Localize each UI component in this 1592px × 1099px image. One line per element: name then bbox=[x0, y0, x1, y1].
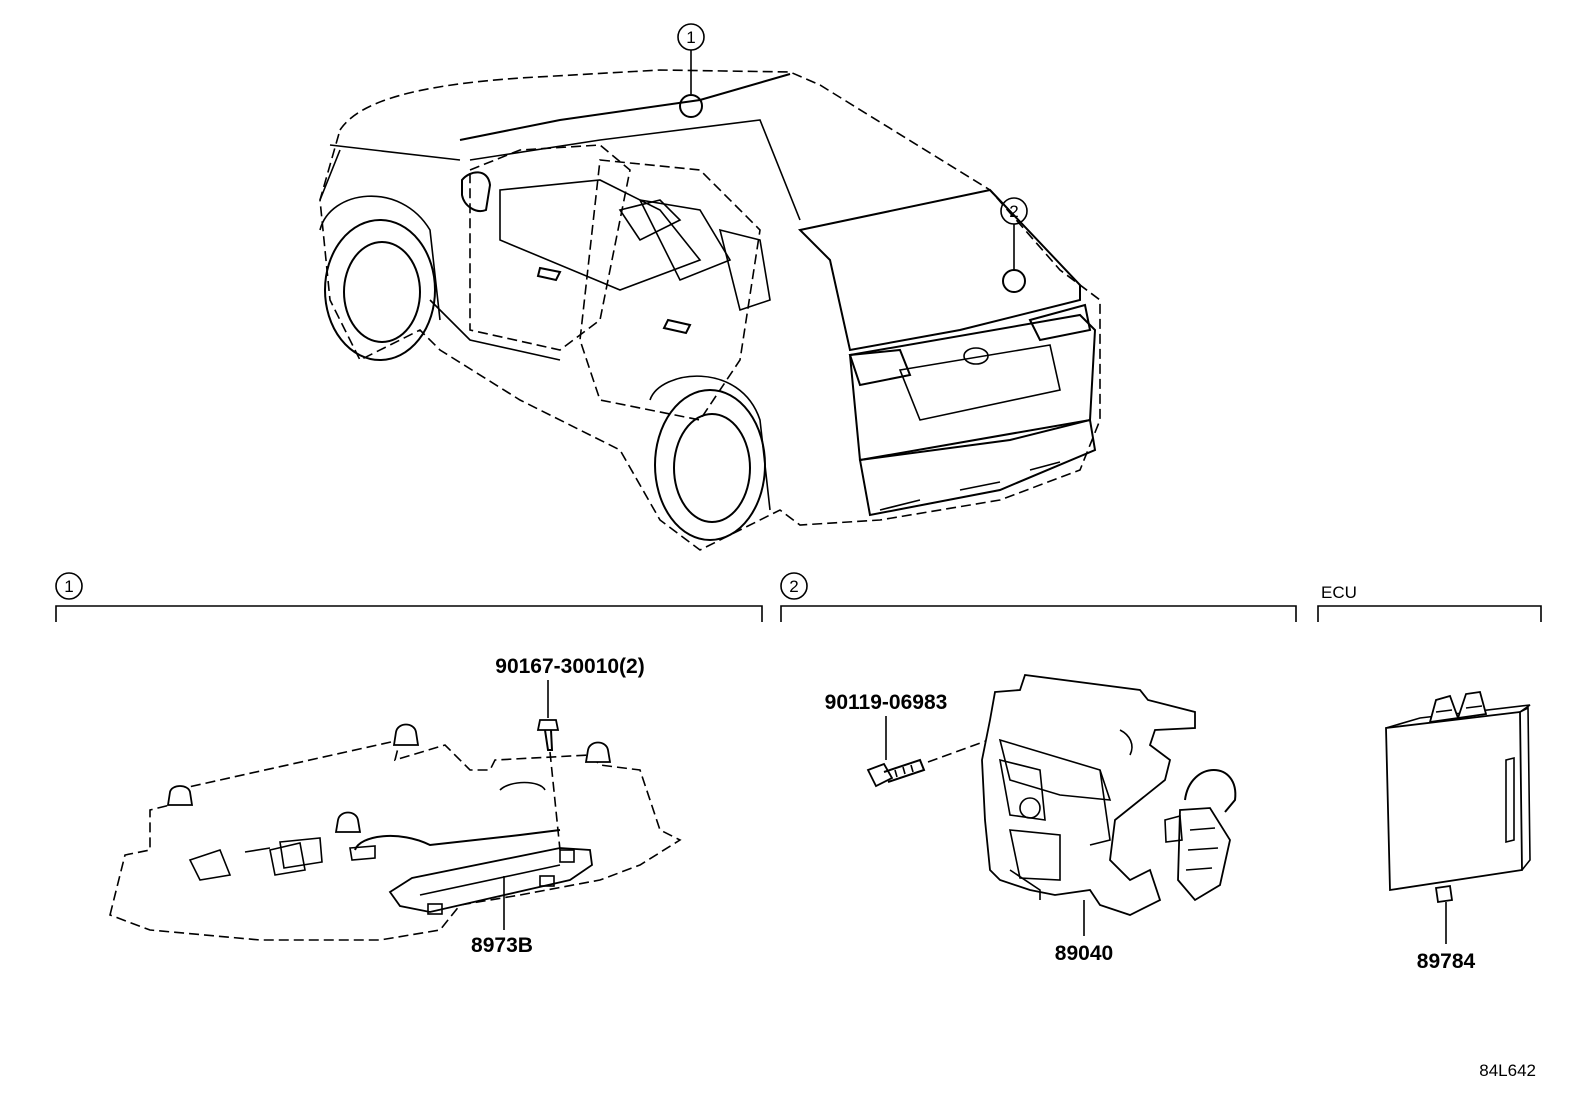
ecu-section-label: ECU bbox=[1321, 583, 1357, 602]
section-1-label: 1 bbox=[64, 577, 73, 596]
camera-module bbox=[388, 847, 593, 915]
rear-wheel bbox=[649, 375, 771, 541]
callout-2: 2 bbox=[1000, 197, 1028, 293]
part-label-89040: 89040 bbox=[1055, 942, 1113, 965]
front-wheel bbox=[319, 195, 441, 361]
part-label-89784: 89784 bbox=[1417, 950, 1476, 973]
callout-1: 1 bbox=[677, 23, 705, 118]
lock-assembly-89040 bbox=[981, 674, 1237, 916]
section-1-header: 1 bbox=[55, 572, 763, 622]
section-ecu-header: ECU bbox=[1317, 583, 1542, 622]
part-label-90167: 90167-30010(2) bbox=[495, 655, 644, 678]
ecu-module-89784 bbox=[1385, 690, 1531, 904]
overhead-bracket-assembly bbox=[109, 723, 682, 941]
callout-2-label: 2 bbox=[1009, 202, 1018, 221]
section-2-label: 2 bbox=[789, 577, 798, 596]
bolt-alignment-line bbox=[927, 737, 995, 763]
section-2-header: 2 bbox=[780, 572, 1297, 622]
drawing-id: 84L642 bbox=[1479, 1061, 1536, 1080]
screw-90167 bbox=[536, 680, 561, 851]
vehicle-outline bbox=[319, 69, 1101, 551]
part-label-90119: 90119-06983 bbox=[825, 691, 948, 714]
bolt-90119 bbox=[866, 758, 926, 788]
callout-1-label: 1 bbox=[686, 28, 695, 47]
part-label-8973B: 8973B bbox=[471, 934, 533, 957]
